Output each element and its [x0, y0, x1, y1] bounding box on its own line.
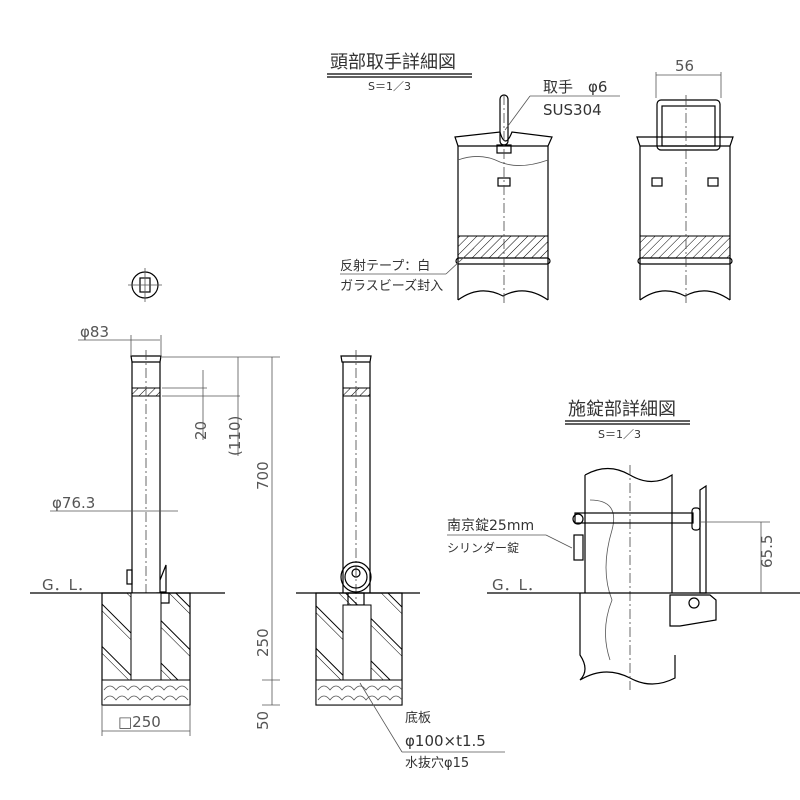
- handle-label: 取手 φ6: [543, 78, 607, 96]
- drain-hole-label: 水抜穴φ15: [405, 755, 469, 771]
- handle-material: SUS304: [543, 101, 602, 119]
- foundation-size-dim: □250: [118, 713, 161, 731]
- band-offset-dim: (110): [226, 416, 244, 456]
- cylinder-label: シリンダー錠: [447, 540, 519, 555]
- band-height-dim: 20: [192, 421, 210, 440]
- head-front-view: [454, 94, 553, 305]
- base-plate-label: 底板: [405, 710, 431, 726]
- side-elevation: [296, 350, 420, 706]
- height-dim: 700: [254, 461, 272, 490]
- handle-width-dim: 56: [675, 57, 694, 75]
- padlock-label: 南京錠25mm: [447, 518, 534, 534]
- lock-detail-title: 施錠部詳細図: [568, 399, 676, 420]
- tape-note: ガラスビーズ封入: [340, 278, 443, 294]
- base-plate-spec: φ100×t1.5: [405, 732, 486, 750]
- front-elevation: [30, 350, 225, 706]
- head-detail-scale: S＝1／3: [368, 80, 411, 93]
- lock-detail: 施錠部詳細図 S＝1／3: [487, 399, 800, 690]
- pipe-diameter-dim: φ76.3: [52, 494, 95, 512]
- lock-height-dim: 65.5: [758, 535, 776, 568]
- lock-gl-label: G．L．: [492, 576, 542, 594]
- cap-diameter-dim: φ83: [80, 323, 109, 341]
- lock-detail-scale: S＝1／3: [598, 428, 641, 441]
- top-view-symbol: [128, 268, 162, 302]
- tape-label: 反射テープ：白: [340, 258, 430, 274]
- embed-depth-dim: 250: [254, 628, 272, 657]
- gl-label: G．L．: [42, 576, 92, 594]
- base-depth-dim: 50: [254, 711, 272, 730]
- head-detail-title: 頭部取手詳細図: [330, 52, 456, 73]
- head-detail: 頭部取手詳細図 S＝1／3 取手 φ6 SUS304 反射テープ：白 ガラスビー…: [327, 52, 734, 305]
- head-side-view: [636, 95, 734, 305]
